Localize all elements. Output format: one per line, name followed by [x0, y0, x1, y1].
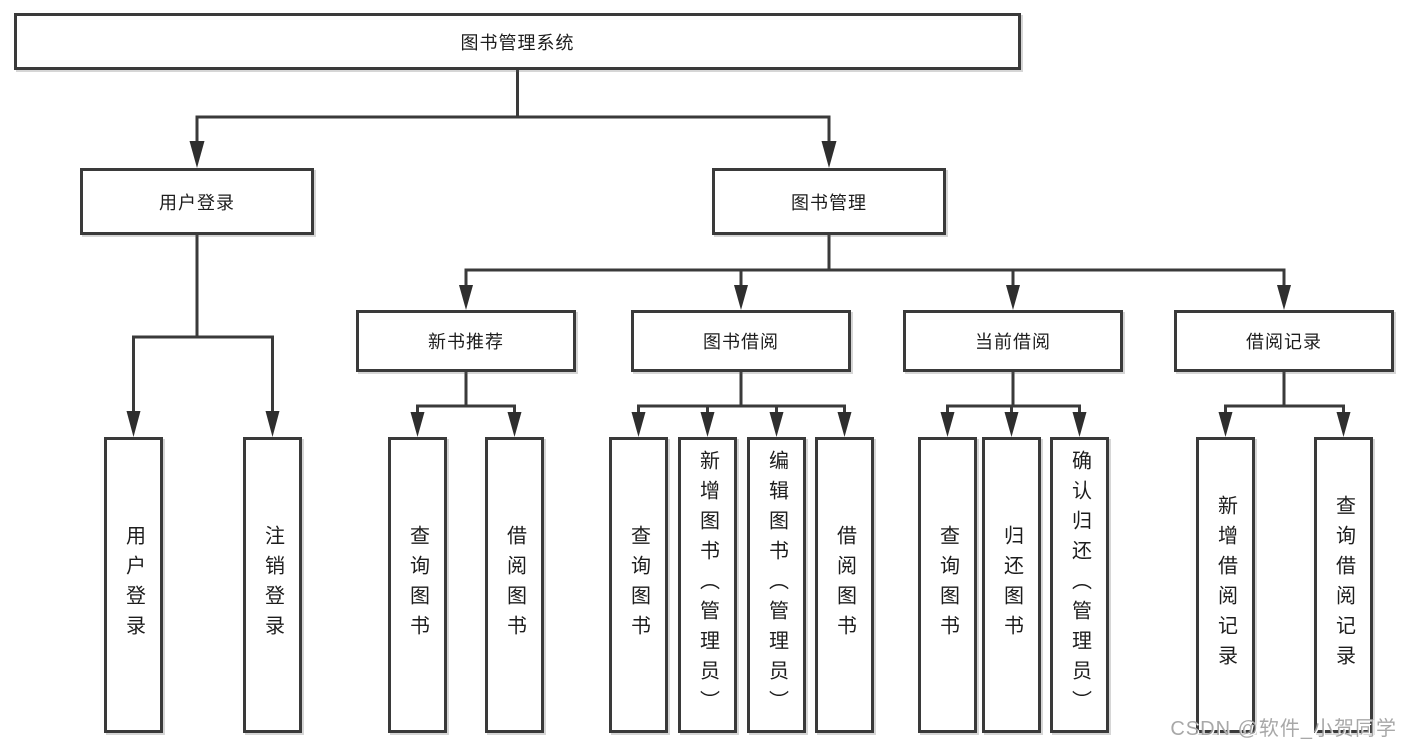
node-user-login: 用户登录 [80, 168, 314, 235]
leaf-user-login: 用户登录 [104, 437, 163, 733]
node-current-borrow: 当前借阅 [903, 310, 1123, 372]
node-root-system: 图书管理系统 [14, 13, 1021, 70]
leaf-add-borrow-record: 新增借阅记录 [1196, 437, 1255, 733]
leaf-query-books-recommend: 查询图书 [388, 437, 447, 733]
node-borrow-records: 借阅记录 [1174, 310, 1394, 372]
node-book-management: 图书管理 [712, 168, 946, 235]
leaf-query-books-current: 查询图书 [918, 437, 977, 733]
csdn-watermark: CSDN @软件_小贺同学 [1170, 718, 1397, 740]
leaf-confirm-return-admin: 确认归还（管理员） [1050, 437, 1109, 733]
leaf-borrow-books-recommend: 借阅图书 [485, 437, 544, 733]
leaf-logout-login: 注销登录 [243, 437, 302, 733]
leaf-query-books-borrow: 查询图书 [609, 437, 668, 733]
leaf-edit-books-admin: 编辑图书（管理员） [747, 437, 806, 733]
node-new-book-recommend: 新书推荐 [356, 310, 576, 372]
leaf-add-books-admin: 新增图书（管理员） [678, 437, 737, 733]
leaf-borrow-books: 借阅图书 [815, 437, 874, 733]
leaf-query-borrow-record: 查询借阅记录 [1314, 437, 1373, 733]
leaf-return-books: 归还图书 [982, 437, 1041, 733]
node-book-borrow: 图书借阅 [631, 310, 851, 372]
